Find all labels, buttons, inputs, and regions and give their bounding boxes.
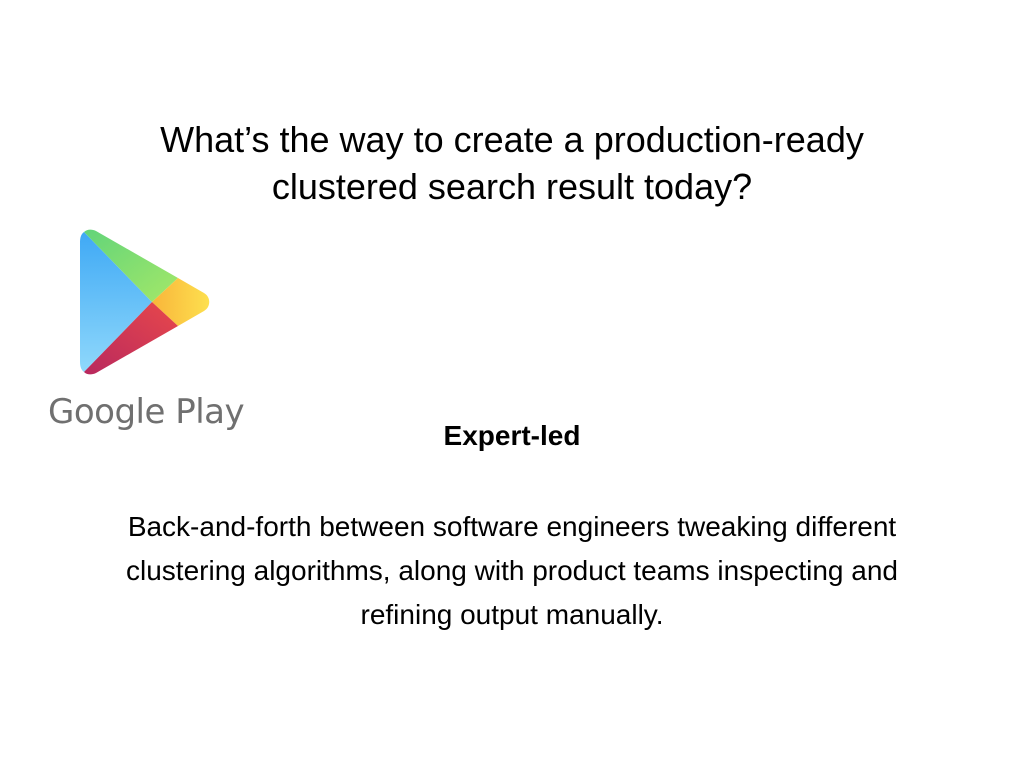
google-play-icon [80,229,210,375]
google-play-logo: Google Play [48,226,248,436]
section-heading: Expert-led [443,420,581,451]
google-play-wordmark: Google Play [48,392,245,432]
slide-title: What’s the way to create a production-re… [160,119,864,207]
body-paragraph: Back-and-forth between software engineer… [126,511,898,630]
